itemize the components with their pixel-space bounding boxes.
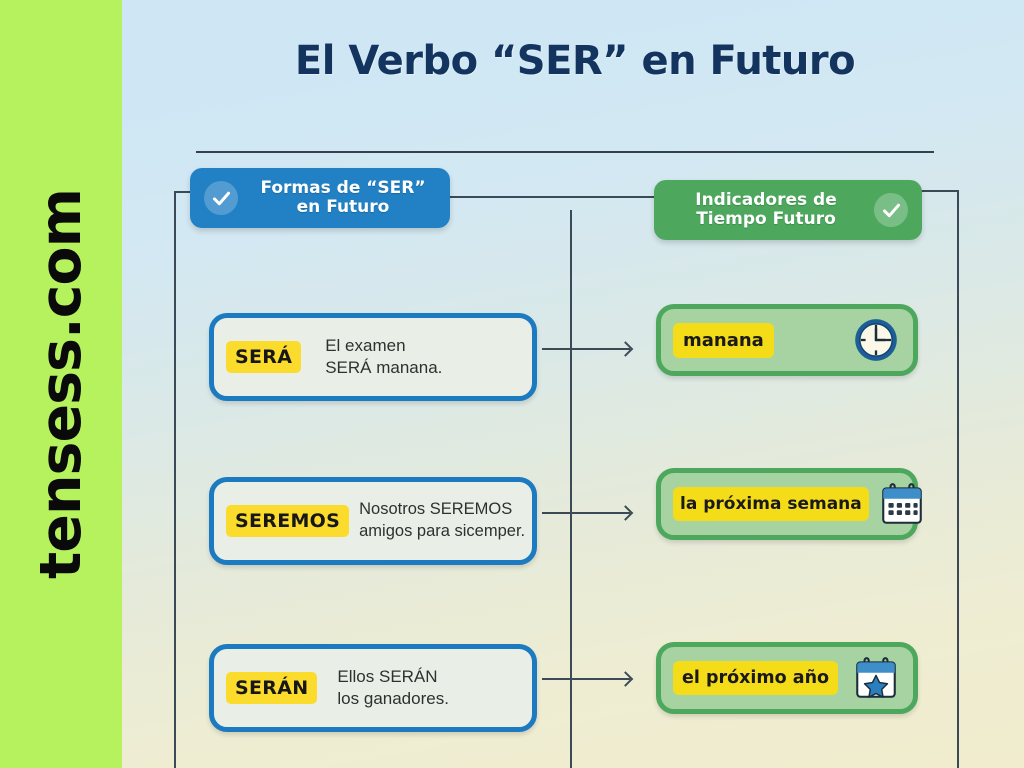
check-icon — [204, 181, 238, 215]
verb-card[interactable]: SEREMOS Nosotros SEREMOS amigos para sic… — [209, 477, 537, 565]
connector-arrow — [542, 671, 634, 687]
indicator-card[interactable]: la próxima semana — [656, 468, 922, 540]
arrow-head-icon — [617, 671, 634, 687]
brand-watermark-text: tensess.com — [28, 189, 94, 579]
brand-watermark-band: tensess.com — [0, 0, 122, 768]
check-icon — [874, 193, 908, 227]
center-vertical-line — [570, 210, 572, 768]
arrow-line — [542, 678, 630, 680]
verb-form-chip: SERÁ — [226, 341, 302, 373]
indicator-label-chip: manana — [673, 322, 774, 358]
verb-example-text: Ellos SERÁN los ganadores. — [337, 666, 449, 708]
indicator-card[interactable]: manana — [656, 304, 918, 376]
arrow-line — [542, 512, 630, 514]
top-divider — [196, 151, 934, 153]
arrow-head-icon — [617, 341, 634, 357]
calendar-icon — [877, 479, 927, 529]
page-title: El Verbo “SER” en Futuro — [294, 38, 856, 84]
column-header-forms-label: Formas de “SER” en Futuro — [260, 177, 426, 217]
indicator-label-chip: el próximo año — [673, 661, 839, 695]
right-bracket-vertical-line — [957, 191, 959, 768]
clock-icon — [851, 315, 901, 365]
verb-example-text: El examen SERÁ manana. — [325, 335, 443, 377]
column-header-indicators[interactable]: Indicadores de Tiempo Futuro — [654, 180, 922, 240]
arrow-head-icon — [617, 505, 634, 521]
indicator-label-chip: la próxima semana — [673, 487, 869, 521]
header-connector-line — [448, 196, 656, 198]
arrow-line — [542, 348, 630, 350]
left-bracket-vertical-line — [174, 192, 176, 768]
verb-example-text: Nosotros SEREMOS amigos para sicemper. — [359, 500, 526, 540]
verb-form-chip: SERÁN — [226, 672, 318, 704]
verb-form-chip: SEREMOS — [226, 505, 350, 537]
indicator-card[interactable]: el próximo año — [656, 642, 918, 714]
calendar-star-icon — [851, 653, 901, 703]
right-bracket-horizontal-line — [916, 190, 959, 192]
column-header-forms[interactable]: Formas de “SER” en Futuro — [190, 168, 450, 228]
verb-card[interactable]: SERÁN Ellos SERÁN los ganadores. — [209, 644, 537, 732]
connector-arrow — [542, 505, 634, 521]
verb-card[interactable]: SERÁ El examen SERÁ manana. — [209, 313, 537, 401]
column-header-indicators-label: Indicadores de Tiempo Futuro — [695, 189, 837, 229]
connector-arrow — [542, 341, 634, 357]
